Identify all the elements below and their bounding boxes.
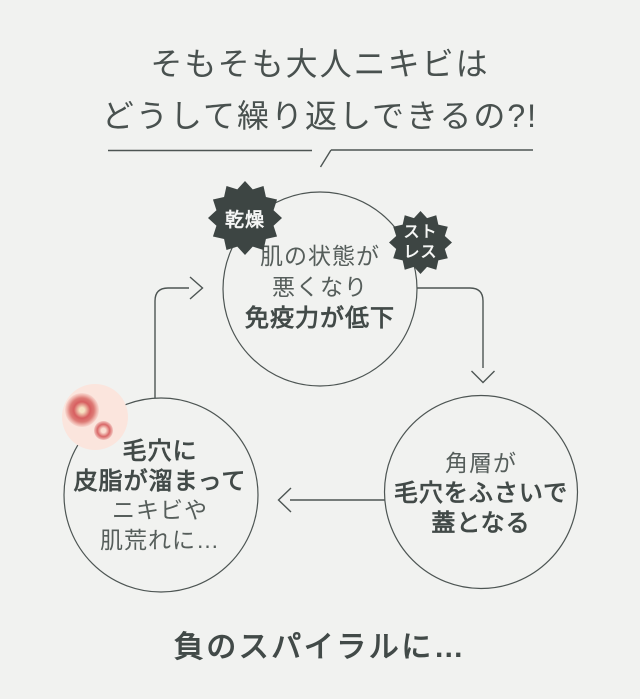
pimple-large-icon: [65, 393, 99, 427]
left-circle-text: 毛穴に 皮脂が溜まって ニキビや 肌荒れに…: [40, 437, 280, 555]
pimple-small-icon: [94, 421, 113, 440]
arrow-left-to-top-head: [189, 276, 204, 300]
top-circle-line-1: 肌の状態が: [260, 243, 380, 269]
top-circle-line-2: 悪くなり: [272, 274, 368, 300]
right-circle-line-2: 毛穴をふさいで: [393, 479, 569, 507]
left-circle-line-4: 肌荒れに…: [100, 526, 220, 553]
left-circle-line-1: 毛穴に: [122, 438, 198, 465]
left-circle-line-2: 皮脂が溜まって: [73, 467, 247, 495]
arrow-top-to-right-line: [417, 287, 484, 368]
top-circle-line-3: 免疫力が低下: [245, 305, 395, 332]
arrow-left-to-top-line: [154, 287, 189, 398]
acne-illustration: [62, 384, 128, 450]
right-circle-line-1: 角層が: [445, 450, 517, 476]
stress-badge-line-2: レス: [403, 243, 438, 261]
title-underline-slash: [319, 149, 332, 168]
arrow-right-to-left-head: [277, 487, 292, 513]
page-title: そもそも大人ニキビは どうして繰り返しできるの?!: [0, 38, 640, 142]
top-circle-text: 肌の状態が 悪くなり 免疫力が低下: [220, 241, 420, 334]
title-line-1: そもそも大人ニキビは: [150, 46, 490, 82]
footer-caption: 負のスパイラルに…: [173, 631, 467, 664]
cycle-circle-left: [63, 397, 259, 593]
left-circle-line-3: ニキビや: [112, 497, 208, 523]
stress-badge-label: スト レス: [403, 223, 437, 263]
stress-badge-line-1: スト: [403, 223, 438, 241]
dryness-badge-label: 乾燥: [224, 209, 265, 231]
starburst-icon: [208, 181, 282, 255]
cycle-circle-right: [383, 394, 579, 590]
arrow-top-to-right-head: [471, 370, 495, 384]
stress-badge: スト レス: [389, 211, 452, 274]
dryness-badge: 乾燥: [208, 181, 282, 255]
right-circle-line-3: 蓋となる: [431, 510, 531, 537]
title-line-2: どうして繰り返しできるの?!: [101, 98, 539, 134]
right-circle-text: 角層が 毛穴をふさいで 蓋となる: [361, 448, 601, 540]
cycle-circle-top: [222, 191, 418, 387]
starburst-icon: [389, 211, 452, 274]
